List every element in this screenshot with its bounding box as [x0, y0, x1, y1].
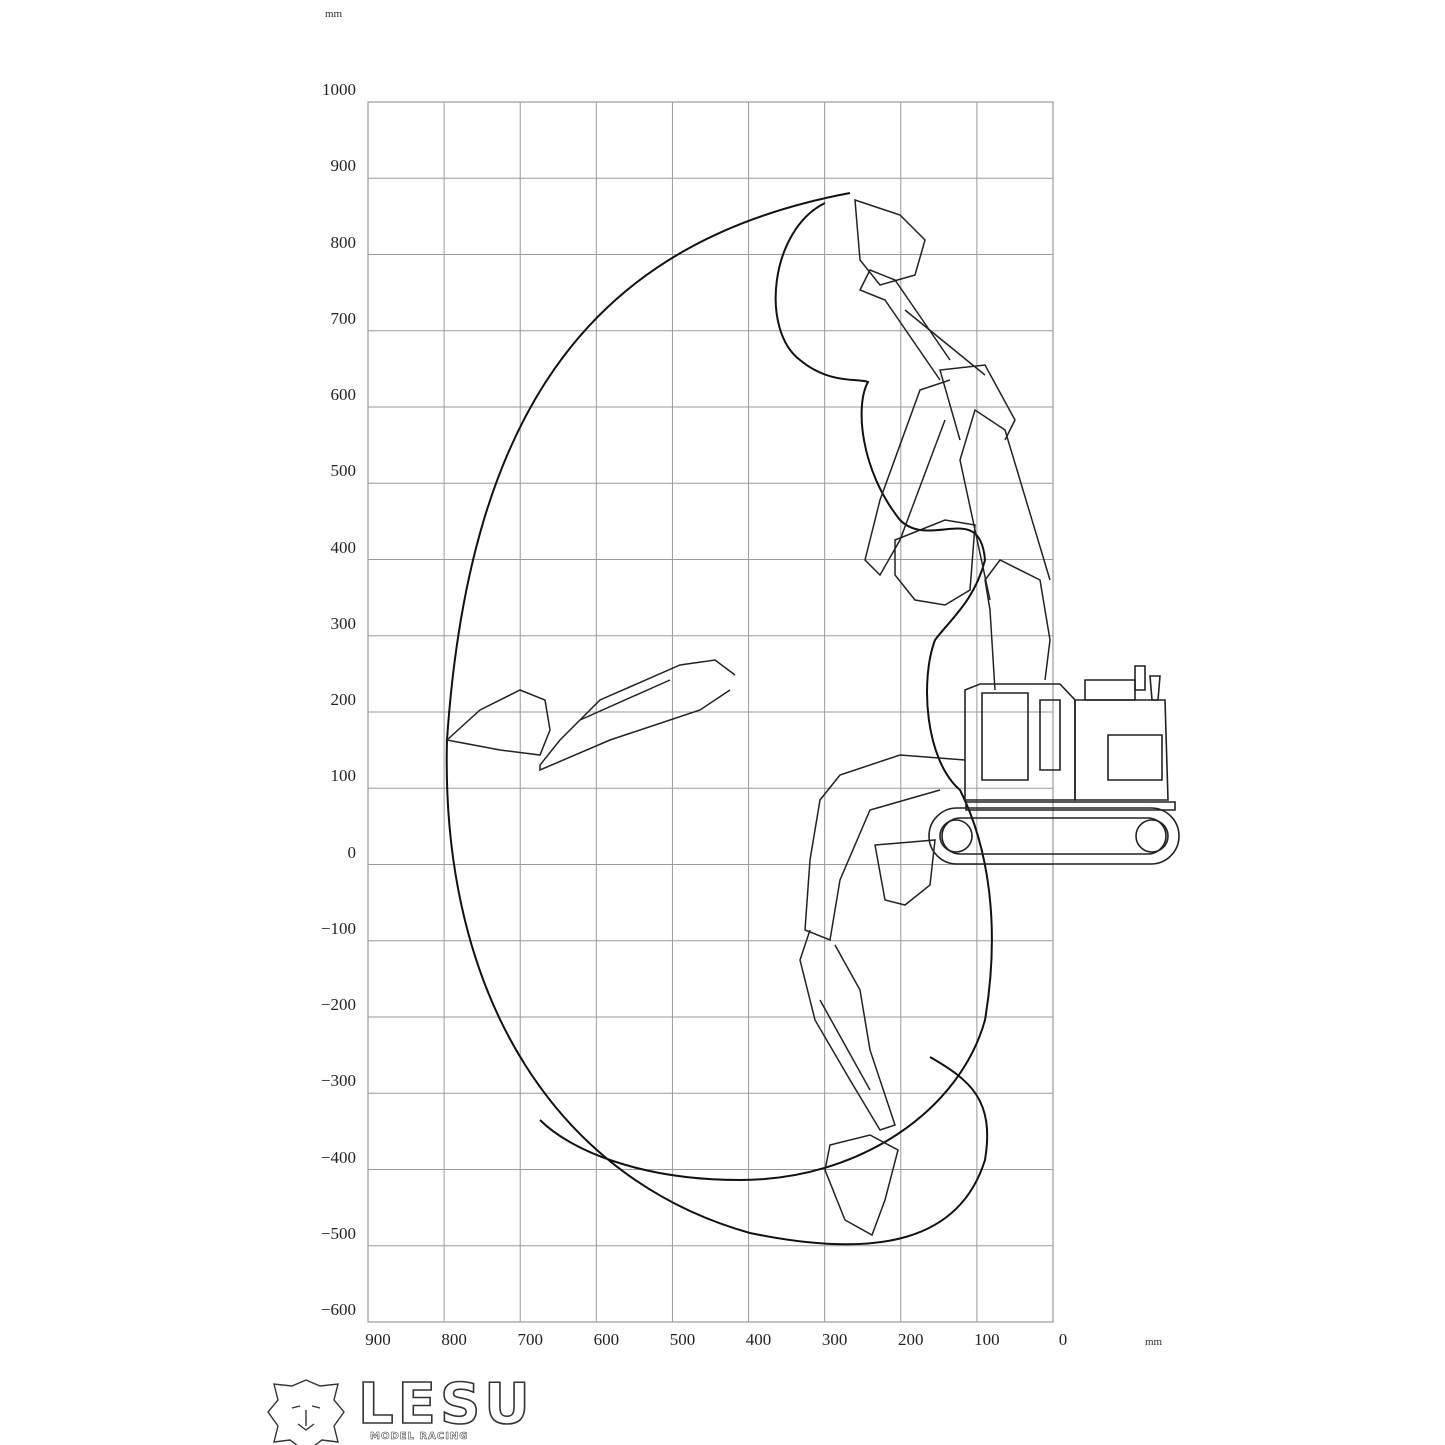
- outer-reach-curve: [445, 192, 989, 1246]
- exhaust-pipe: [1134, 665, 1146, 691]
- x-tick-label: 200: [898, 1330, 924, 1349]
- y-tick-label: −300: [320, 1071, 356, 1091]
- exhaust-stack: [1149, 675, 1161, 701]
- x-tick-label: 900: [365, 1330, 391, 1349]
- x-tick-label: 800: [441, 1330, 467, 1349]
- reach-envelope: [445, 192, 993, 1246]
- brand-name: LESU: [357, 1371, 534, 1438]
- cab-window: [981, 692, 1029, 781]
- stick-raised-2: [858, 269, 951, 381]
- y-tick-label: −100: [320, 918, 356, 938]
- track-outer: [928, 807, 1180, 865]
- engine-housing: [1074, 699, 1169, 801]
- inner-reach-curve: [539, 202, 993, 1182]
- y-tick-label: 0: [347, 842, 357, 862]
- x-tick-label: 300: [821, 1330, 848, 1349]
- y-tick-label: 700: [330, 308, 357, 328]
- y-tick-label: 500: [330, 461, 357, 481]
- cylinder-top: [904, 309, 986, 376]
- excavator-body: [928, 665, 1180, 865]
- x-unit-label: mm: [1145, 1336, 1163, 1348]
- y-tick-label: −200: [320, 995, 356, 1014]
- cylinder-lowered: [819, 999, 871, 1091]
- bucket-lowered: [824, 1134, 899, 1237]
- brand-tagline: MODEL RACING: [370, 1431, 469, 1443]
- grid-lines: [368, 102, 1053, 1322]
- y-tick-label: 300: [330, 613, 357, 633]
- dozer-blade: [874, 839, 936, 906]
- x-tick-label: 600: [593, 1330, 620, 1349]
- x-tick-label: 700: [517, 1330, 543, 1349]
- bucket-extended: [445, 689, 551, 756]
- y-tick-label: −500: [320, 1223, 356, 1243]
- y-tick-label: −400: [320, 1147, 356, 1167]
- y-tick-label: 400: [330, 537, 357, 557]
- y-unit-label: mm: [325, 8, 343, 20]
- y-tick-label: 600: [330, 385, 357, 404]
- cab-door: [1039, 699, 1061, 771]
- y-tick-label: −600: [320, 1300, 356, 1319]
- x-tick-label: 500: [669, 1330, 696, 1349]
- stick-raised: [939, 364, 1016, 441]
- x-tick-label: 0: [1058, 1330, 1068, 1349]
- track-frame: [965, 801, 1176, 811]
- y-tick-label: 900: [330, 156, 357, 176]
- x-tick-label: 400: [745, 1330, 772, 1349]
- excavator-arms: [445, 198, 1051, 1237]
- y-tick-label: 200: [330, 690, 357, 709]
- lion-head-icon: [267, 1379, 345, 1445]
- engine-vent: [1107, 734, 1163, 781]
- y-tick-label: 1000: [322, 80, 356, 99]
- cylinder-extended: [579, 679, 671, 721]
- stick-lowered: [799, 929, 896, 1131]
- stick-curled: [864, 379, 951, 577]
- boom-raised-2: [959, 408, 1051, 601]
- x-tick-label: 100: [974, 1330, 1000, 1349]
- y-tick-label: 100: [330, 766, 357, 786]
- boom-extended: [539, 659, 736, 772]
- boom-lowered: [804, 754, 966, 942]
- bucket-curled: [894, 519, 976, 606]
- boom-raised: [984, 559, 1051, 691]
- track-inner: [941, 817, 1167, 855]
- drive-sprocket: [1135, 819, 1169, 853]
- idler-wheel: [939, 819, 973, 853]
- bucket-top: [854, 198, 926, 286]
- engine-cover: [1084, 679, 1136, 701]
- y-tick-label: 800: [330, 232, 357, 252]
